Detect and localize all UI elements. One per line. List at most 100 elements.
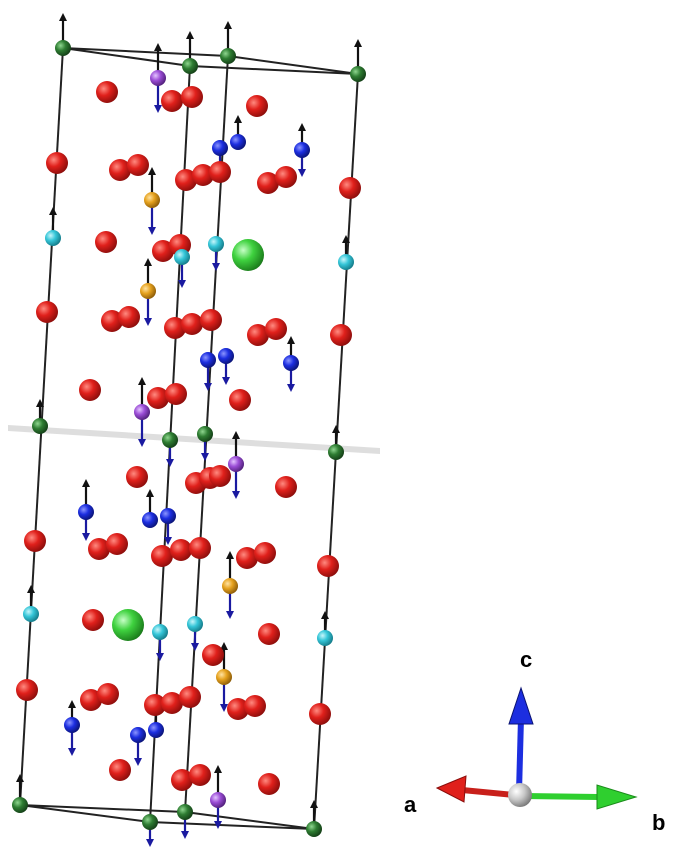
cyan-atom (23, 606, 39, 622)
red-atom (189, 537, 211, 559)
red-atom (209, 161, 231, 183)
b-axis-shaft (523, 793, 599, 800)
red-atom (127, 154, 149, 176)
large-green-atom (112, 609, 144, 641)
top-face (62, 47, 359, 75)
cyan-atom (208, 236, 224, 252)
red-atom (118, 306, 140, 328)
spin-arrow-head (226, 611, 234, 619)
a-axis-shaft (461, 787, 515, 798)
green-corner-atom (177, 804, 193, 820)
cyan-atom (317, 630, 333, 646)
red-atom (16, 679, 38, 701)
red-atom (209, 465, 231, 487)
purple-atom (134, 404, 150, 420)
b-axis-label: b (652, 810, 665, 835)
spin-arrow-head (148, 227, 156, 235)
b-axis-arrowhead (596, 784, 638, 810)
blue-atom (142, 512, 158, 528)
blue-atom (212, 140, 228, 156)
red-atom (161, 90, 183, 112)
red-atom (275, 476, 297, 498)
spin-arrow-head (49, 207, 57, 215)
cyan-atom (187, 616, 203, 632)
red-atom (79, 379, 101, 401)
red-atom (109, 159, 131, 181)
cyan-atom (152, 624, 168, 640)
green-corner-atom (220, 48, 236, 64)
orange-atom (144, 192, 160, 208)
spin-arrow-head (224, 21, 232, 29)
spin-arrow-head (27, 585, 35, 593)
red-atom (192, 164, 214, 186)
spin-arrow-head (321, 611, 329, 619)
red-atom (227, 698, 249, 720)
red-atom (258, 623, 280, 645)
spin-arrow-head (287, 384, 295, 392)
red-atom (101, 310, 123, 332)
red-atom (330, 324, 352, 346)
spin-arrow-head (310, 800, 318, 808)
green-corner-atom (306, 821, 322, 837)
green-corner-atom (350, 66, 366, 82)
red-atom (161, 692, 183, 714)
red-atom (254, 542, 276, 564)
red-atom (24, 530, 46, 552)
purple-atom (150, 70, 166, 86)
spin-arrow-head (204, 383, 212, 391)
spin-arrow-head (222, 377, 230, 385)
blue-atom (294, 142, 310, 158)
red-atom (106, 533, 128, 555)
spin-arrow-head (16, 774, 24, 782)
blue-atom (130, 727, 146, 743)
red-atom (200, 309, 222, 331)
green-corner-atom (32, 418, 48, 434)
blue-atom (218, 348, 234, 364)
spin-arrow-head (82, 479, 90, 487)
spin-arrow-head (214, 765, 222, 773)
atoms (12, 40, 366, 837)
spin-arrow-head (144, 318, 152, 326)
spin-arrow-head (354, 39, 362, 47)
green-corner-atom (328, 444, 344, 460)
spin-arrow-head (138, 439, 146, 447)
red-atom (95, 231, 117, 253)
spin-arrow-head (234, 115, 242, 123)
spin-arrow-head (146, 489, 154, 497)
red-atom (257, 172, 279, 194)
a-axis-label: a (404, 792, 417, 817)
orange-atom (216, 669, 232, 685)
spin-arrow-head (68, 748, 76, 756)
red-atom (170, 539, 192, 561)
spin-arrow-head (82, 533, 90, 541)
red-atom (175, 169, 197, 191)
red-atom (181, 313, 203, 335)
spin-arrow-head (232, 491, 240, 499)
orange-atom (222, 578, 238, 594)
red-atom (181, 86, 203, 108)
blue-atom (78, 504, 94, 520)
mid-plane (8, 425, 380, 454)
red-atom (244, 695, 266, 717)
spin-arrow-head (144, 258, 152, 266)
spin-arrow-head (298, 123, 306, 131)
red-atom (96, 81, 118, 103)
purple-atom (228, 456, 244, 472)
green-corner-atom (197, 426, 213, 442)
c-axis-arrowhead (508, 686, 534, 725)
green-corner-atom (182, 58, 198, 74)
spin-arrow-head (164, 537, 172, 545)
red-atom (246, 95, 268, 117)
blue-atom (64, 717, 80, 733)
spin-arrow-head (212, 263, 220, 271)
red-atom (229, 389, 251, 411)
spin-arrow-head (342, 235, 350, 243)
red-atom (126, 466, 148, 488)
green-corner-atom (162, 432, 178, 448)
cyan-atom (338, 254, 354, 270)
spin-arrow-head (36, 399, 44, 407)
spin-arrow-head (181, 831, 189, 839)
spin-arrow-head (138, 377, 146, 385)
red-atom (339, 177, 361, 199)
spin-arrow-head (226, 551, 234, 559)
